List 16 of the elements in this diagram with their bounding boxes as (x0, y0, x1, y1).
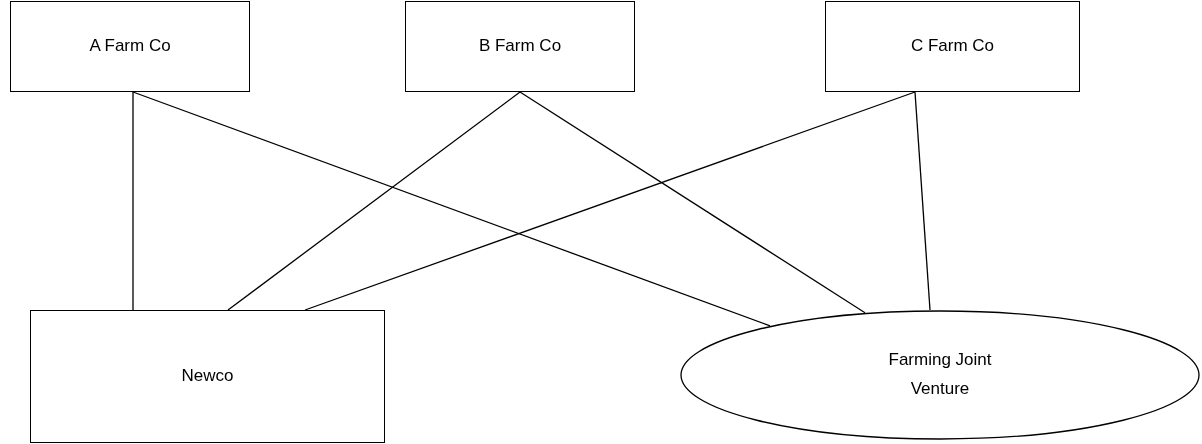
rectangle-node (10, 1, 250, 92)
connector-line (132, 91, 771, 327)
connector-line (304, 91, 916, 311)
node-label: C Farm Co (910, 35, 995, 58)
connector-line (519, 91, 866, 314)
rectangle-node (30, 310, 385, 443)
node-label: B Farm Co (478, 35, 562, 58)
rectangle-node (405, 1, 635, 92)
connector-line (227, 91, 521, 311)
connector-line (132, 91, 134, 311)
node-label: Farming Joint Venture (887, 349, 993, 400)
connector-line (914, 91, 931, 311)
rectangle-node (825, 1, 1080, 92)
node-label: Newco (181, 365, 234, 388)
node-label: A Farm Co (89, 35, 171, 58)
ellipse-node (680, 310, 1200, 440)
